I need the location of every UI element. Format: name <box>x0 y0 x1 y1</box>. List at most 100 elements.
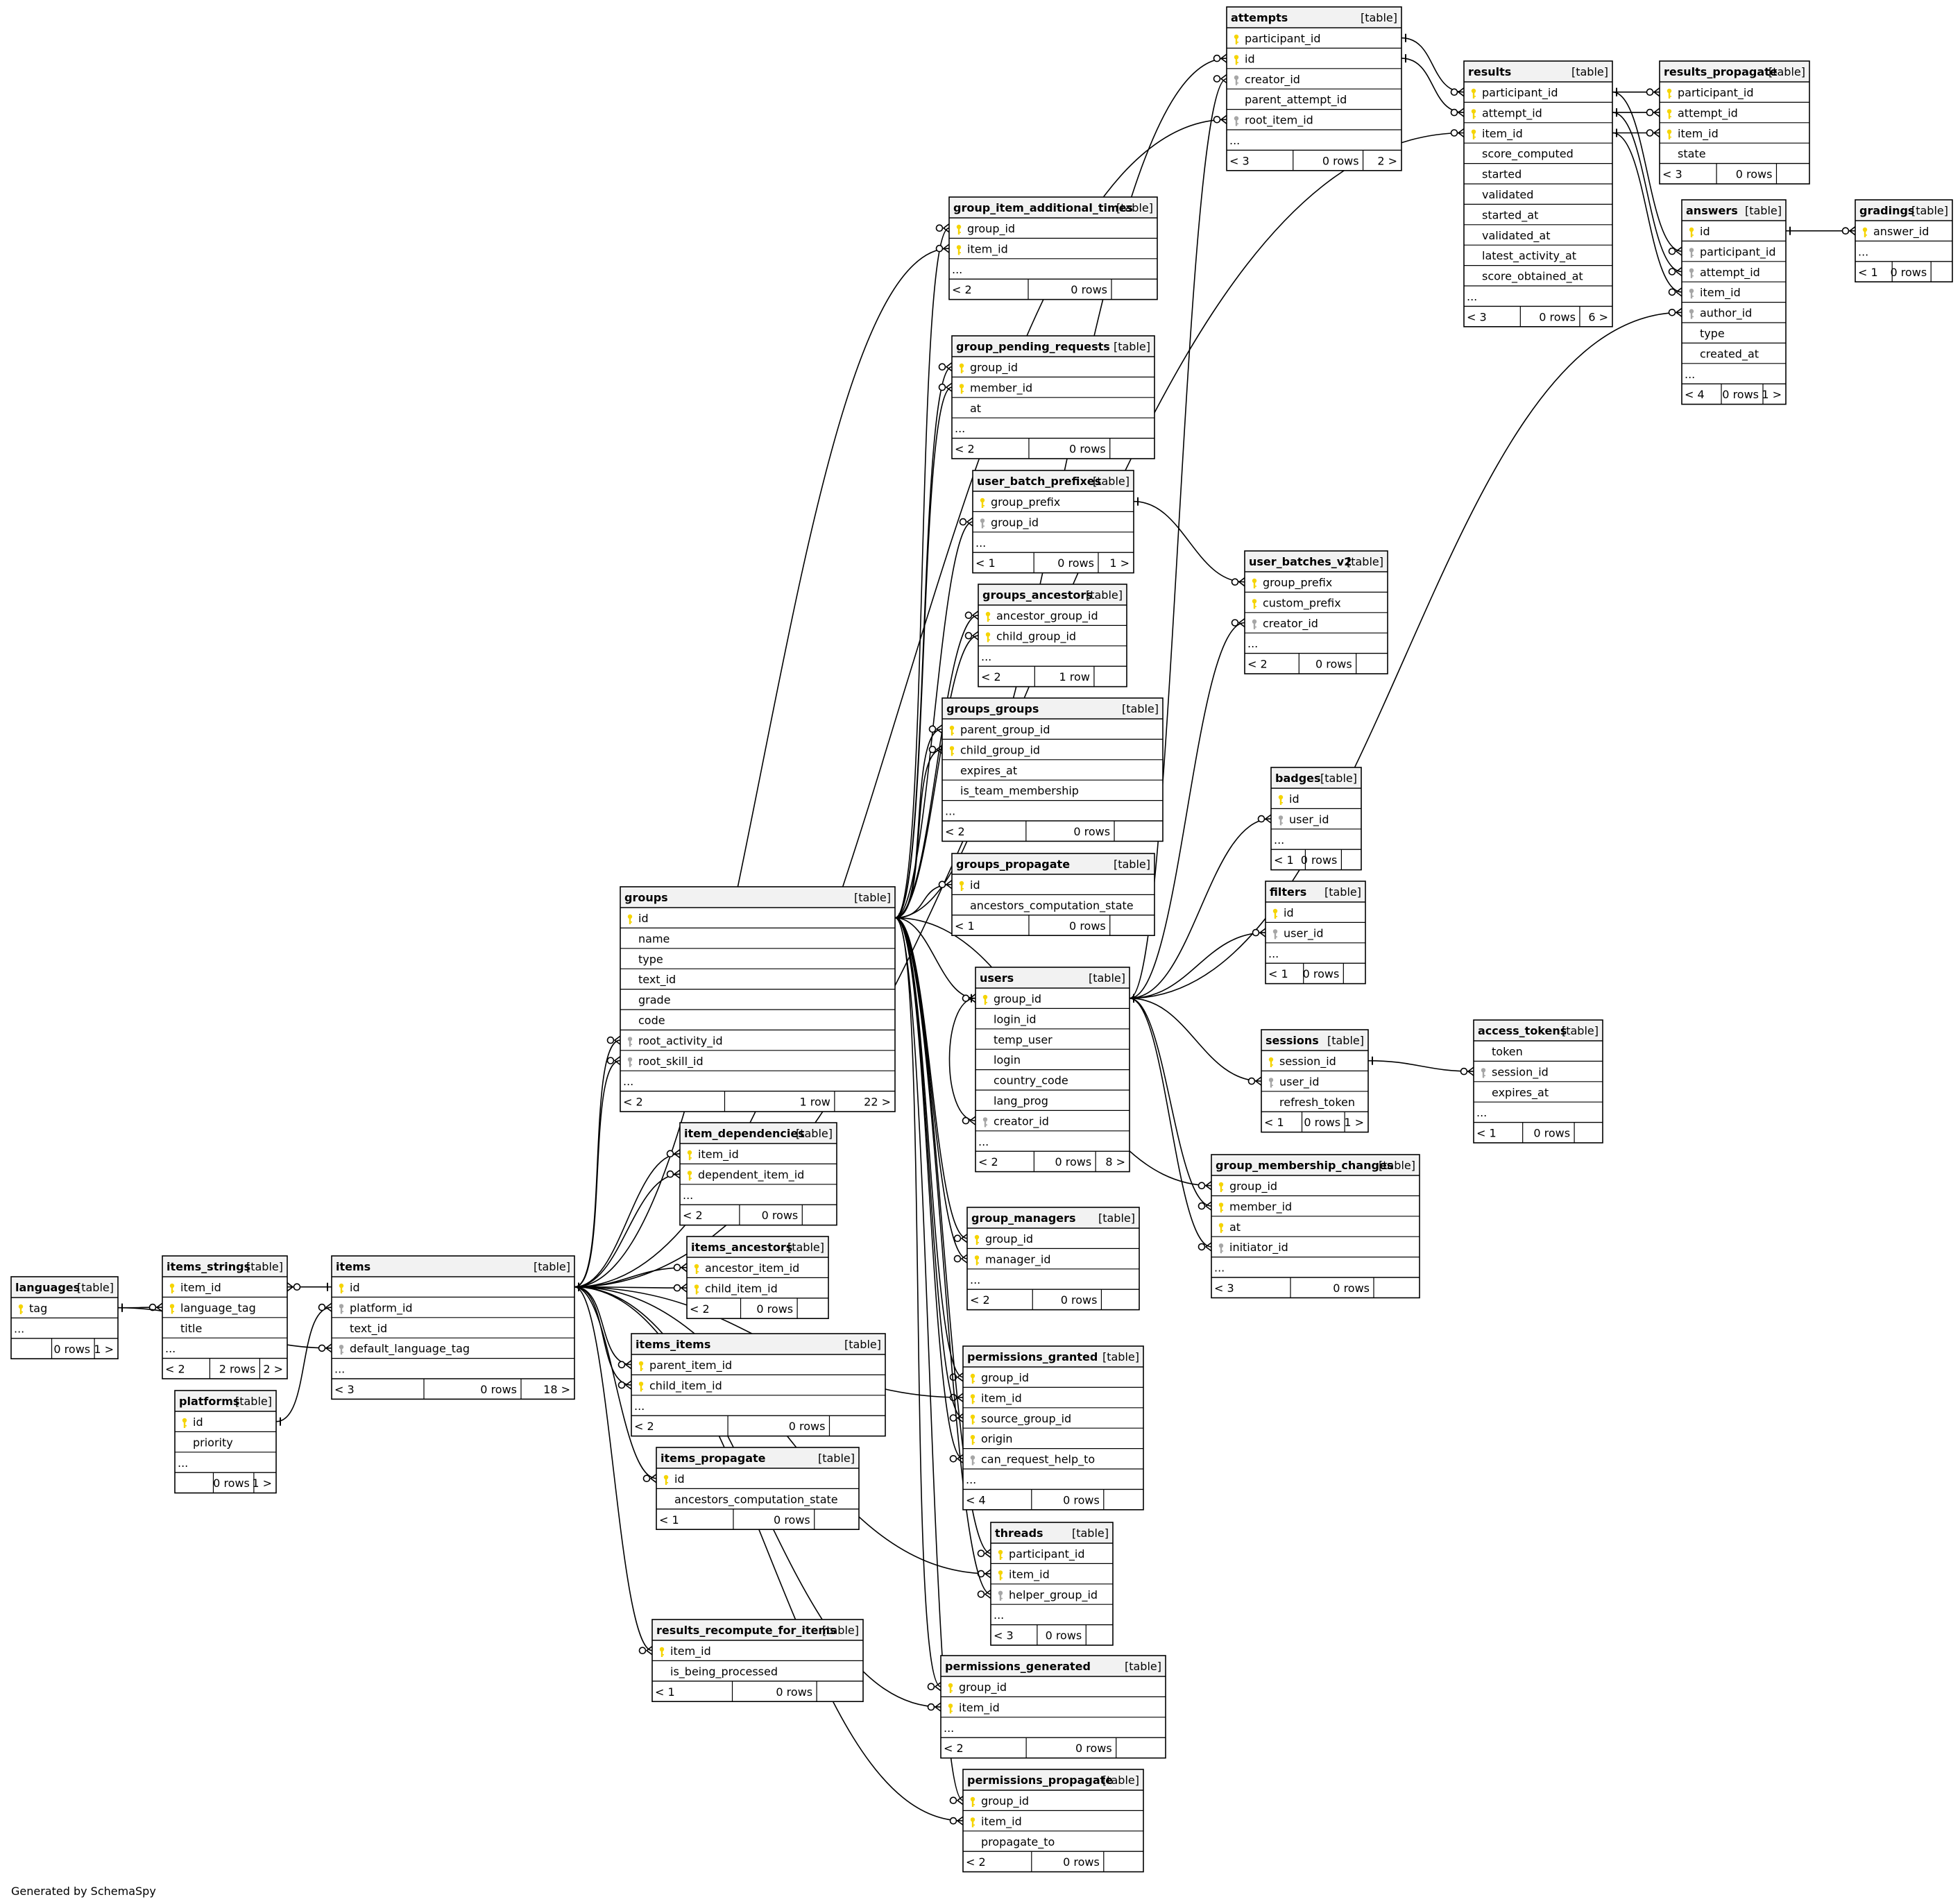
row-count: 0 rows <box>480 1383 517 1396</box>
column-row: type <box>1700 327 1725 340</box>
row-count: 0 rows <box>1301 853 1338 867</box>
column-row: lang_prog <box>994 1094 1048 1108</box>
foreign-key-icon <box>1234 116 1239 126</box>
column-row: parent_item_id <box>638 1359 732 1372</box>
table-user_batch_prefixes[interactable]: user_batch_prefixes[table]group_prefixgr… <box>972 470 1134 574</box>
column-row: is_team_membership <box>960 784 1079 798</box>
key-icon <box>948 1703 953 1714</box>
table-group_managers[interactable]: group_managers[table]group_idmanager_id.… <box>966 1207 1140 1311</box>
footer-prev: < 2 <box>683 1209 703 1222</box>
foreign-key-icon <box>627 1057 633 1067</box>
column-name: ... <box>944 1722 954 1735</box>
column-name: creator_id <box>1263 617 1318 631</box>
table-group_membership_changes[interactable]: group_membership_changes[table]group_idm… <box>1211 1154 1420 1299</box>
table-name: results_propagate <box>1664 65 1778 78</box>
table-threads[interactable]: threads[table]participant_iditem_idhelpe… <box>990 1522 1114 1646</box>
table-type-label: [table] <box>1911 204 1948 217</box>
footer-next: 18 > <box>543 1383 570 1396</box>
table-permissions_generated[interactable]: permissions_generated[table]group_iditem… <box>940 1655 1166 1759</box>
column-name: item_id <box>981 1814 1022 1828</box>
column-row: participant_id <box>1471 86 1558 100</box>
column-name: child_group_id <box>996 629 1076 643</box>
relation-results-attempts <box>1401 33 1465 97</box>
relation-gradings-answers <box>1786 226 1856 236</box>
table-items_ancestors[interactable]: items_ancestors[table]ancestor_item_idch… <box>686 1236 829 1319</box>
key-icon <box>18 1304 24 1314</box>
table-name: groups_groups <box>946 702 1039 715</box>
table-type-label: [table] <box>1347 555 1383 568</box>
column-row: item_id <box>687 1148 739 1162</box>
column-row: member_id <box>959 381 1032 395</box>
key-icon <box>659 1647 665 1657</box>
table-groups[interactable]: groups[table]idnametypetext_idgradecoder… <box>620 886 896 1112</box>
table-type-label: [table] <box>1571 65 1608 78</box>
table-name: user_batches_v2 <box>1249 555 1352 568</box>
column-row: group_id <box>974 1232 1033 1246</box>
table-groups_propagate[interactable]: groups_propagate[table]idancestors_compu… <box>951 853 1155 936</box>
table-groups_ancestors[interactable]: groups_ancestors[table]ancestor_group_id… <box>978 584 1127 688</box>
column-row: temp_user <box>994 1033 1053 1047</box>
column-row: participant_id <box>1234 32 1320 46</box>
table-groups_groups[interactable]: groups_groups[table]parent_group_idchild… <box>941 697 1164 842</box>
table-name: sessions <box>1266 1034 1319 1047</box>
table-items_propagate[interactable]: items_propagate[table]idancestors_comput… <box>656 1447 860 1530</box>
table-users[interactable]: users[table]group_idlogin_idtemp_userlog… <box>975 967 1130 1173</box>
table-items_items[interactable]: items_items[table]parent_item_idchild_it… <box>631 1333 886 1437</box>
column-row: ... <box>994 1608 1004 1622</box>
table-results[interactable]: results[table]participant_idattempt_idit… <box>1463 60 1613 328</box>
column-row: ... <box>981 650 991 663</box>
table-name: threads <box>995 1527 1043 1540</box>
column-row: answer_id <box>1862 225 1929 239</box>
column-row: item_id <box>169 1281 221 1295</box>
column-row: id <box>339 1281 360 1294</box>
relation-item_dependencies-items <box>574 1169 681 1291</box>
table-results_propagate[interactable]: results_propagate[table]participant_idat… <box>1659 60 1810 185</box>
column-row: child_group_id <box>985 629 1076 643</box>
table-items[interactable]: items[table]idplatform_idtext_iddefault_… <box>331 1255 575 1400</box>
key-icon <box>956 245 962 255</box>
table-type-label: [table] <box>246 1260 283 1273</box>
relation-answers-users <box>1129 307 1682 1003</box>
column-row: token <box>1492 1045 1523 1058</box>
table-items_strings[interactable]: items_strings[table]item_idlanguage_tagt… <box>162 1255 288 1379</box>
table-permissions_propagate[interactable]: permissions_propagate[table]group_iditem… <box>962 1769 1144 1873</box>
key-icon <box>998 1549 1003 1560</box>
table-attempts[interactable]: attempts[table]participant_ididcreator_i… <box>1226 6 1402 171</box>
key-icon <box>980 498 985 508</box>
key-icon <box>182 1418 187 1428</box>
foreign-key-icon <box>1689 248 1694 258</box>
table-group_item_additional_times[interactable]: group_item_additional_times[table]group_… <box>948 196 1158 300</box>
column-name: ... <box>1858 245 1868 258</box>
key-icon <box>970 1394 975 1404</box>
table-user_batches_v2[interactable]: user_batches_v2[table]group_prefixcustom… <box>1244 550 1388 674</box>
relation-items_items-items <box>574 1282 632 1390</box>
table-sessions[interactable]: sessions[table]session_iduser_idrefresh_… <box>1261 1029 1369 1133</box>
table-item_dependencies[interactable]: item_dependencies[table]item_iddependent… <box>679 1122 837 1226</box>
column-row: root_item_id <box>1234 114 1313 128</box>
table-group_pending_requests[interactable]: group_pending_requests[table]group_idmem… <box>951 335 1155 459</box>
column-name: at <box>970 402 981 415</box>
table-answers[interactable]: answers[table]idparticipant_idattempt_id… <box>1681 199 1787 405</box>
table-name: results <box>1468 65 1511 78</box>
column-name: group_id <box>967 222 1015 236</box>
table-access_tokens[interactable]: access_tokens[table]tokensession_idexpir… <box>1473 1019 1603 1144</box>
column-row: attempt_id <box>1667 106 1738 120</box>
row-count: 0 rows <box>1073 825 1110 838</box>
footer-next: 1 > <box>1344 1116 1364 1129</box>
key-icon <box>974 1255 980 1266</box>
table-type-label: [table] <box>1122 702 1159 715</box>
table-permissions_granted[interactable]: permissions_granted[table]group_iditem_i… <box>962 1345 1144 1511</box>
row-count: 0 rows <box>1063 1493 1100 1506</box>
column-row: started_at <box>1482 208 1538 222</box>
column-name: root_skill_id <box>638 1055 704 1069</box>
table-results_recompute_for_items[interactable]: results_recompute_for_items[table]item_i… <box>651 1619 864 1702</box>
relation-group_membership_changes-users <box>1129 994 1212 1252</box>
column-row: can_request_help_to <box>970 1453 1095 1467</box>
column-row: ... <box>14 1322 24 1335</box>
footer-prev: < 2 <box>945 825 965 838</box>
